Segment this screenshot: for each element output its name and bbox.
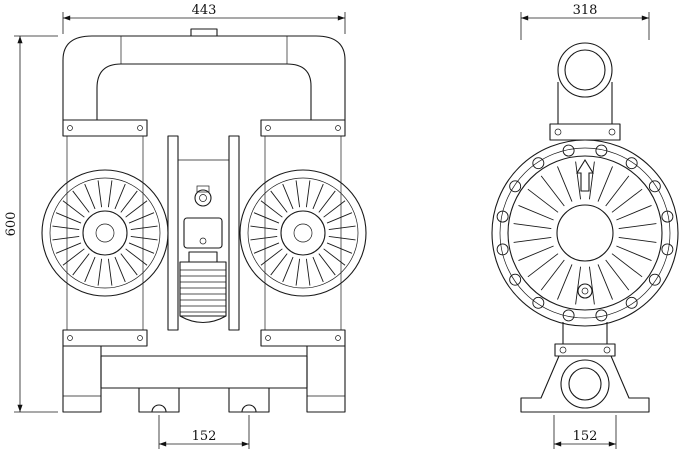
dim-front-height-label: 600 <box>4 212 19 237</box>
front-view <box>41 28 367 413</box>
discharge-port-inner <box>564 49 606 91</box>
muffler <box>179 251 227 324</box>
right-foot-notch <box>241 404 257 413</box>
side-view <box>491 42 679 413</box>
top-clamp-rings <box>62 119 346 330</box>
dim-front-foot-spacing: 152 <box>158 415 250 449</box>
right-diaphragm-chamber <box>239 169 367 297</box>
muffler-body <box>179 261 227 317</box>
suction-port-outer <box>560 359 610 409</box>
bottom-clamp-rings <box>62 329 346 347</box>
top-port <box>549 42 621 141</box>
dim-side-width: 318 <box>520 3 650 40</box>
dim-front-width-label: 443 <box>192 3 217 18</box>
dimensions: 443 600 152 318 152 <box>4 3 650 449</box>
suction-port-inner <box>568 367 602 401</box>
drain-plug <box>577 283 593 299</box>
top-flange <box>549 123 621 141</box>
housing-outer-ring <box>491 139 679 327</box>
dim-side-width-label: 318 <box>573 3 598 18</box>
air-inlet-port <box>194 189 212 207</box>
left-foot <box>138 387 180 413</box>
top-manifold <box>62 28 346 121</box>
muffler-ribs <box>180 269 226 313</box>
dim-side-foot-label: 152 <box>573 429 598 444</box>
up-arrow-icon <box>576 158 594 192</box>
muffler-cap <box>179 315 227 324</box>
bottom-assembly <box>520 322 650 413</box>
bottom-manifold <box>62 345 346 413</box>
top-boss <box>190 28 218 37</box>
housing-fins <box>513 161 657 305</box>
discharge-port-outer <box>557 42 613 98</box>
bottom-flange <box>554 343 616 357</box>
center-body <box>167 135 240 331</box>
dim-front-width: 443 <box>62 3 346 34</box>
left-foot-notch <box>151 404 167 413</box>
foot-bracket <box>520 355 650 413</box>
dim-front-height: 600 <box>4 35 58 413</box>
right-foot <box>228 387 270 413</box>
muffler-flange <box>188 251 218 263</box>
clamp-bolt-ring <box>496 144 674 322</box>
main-housing <box>491 139 679 327</box>
right-chamber-fins <box>250 180 356 286</box>
left-chamber-fins <box>52 180 158 286</box>
housing-hub <box>556 204 614 262</box>
dim-front-foot-label: 152 <box>192 429 217 444</box>
left-diaphragm-chamber <box>41 169 169 297</box>
air-valve-cap <box>196 185 210 193</box>
dim-side-foot-spacing: 152 <box>553 415 617 449</box>
nameplate <box>183 217 223 249</box>
